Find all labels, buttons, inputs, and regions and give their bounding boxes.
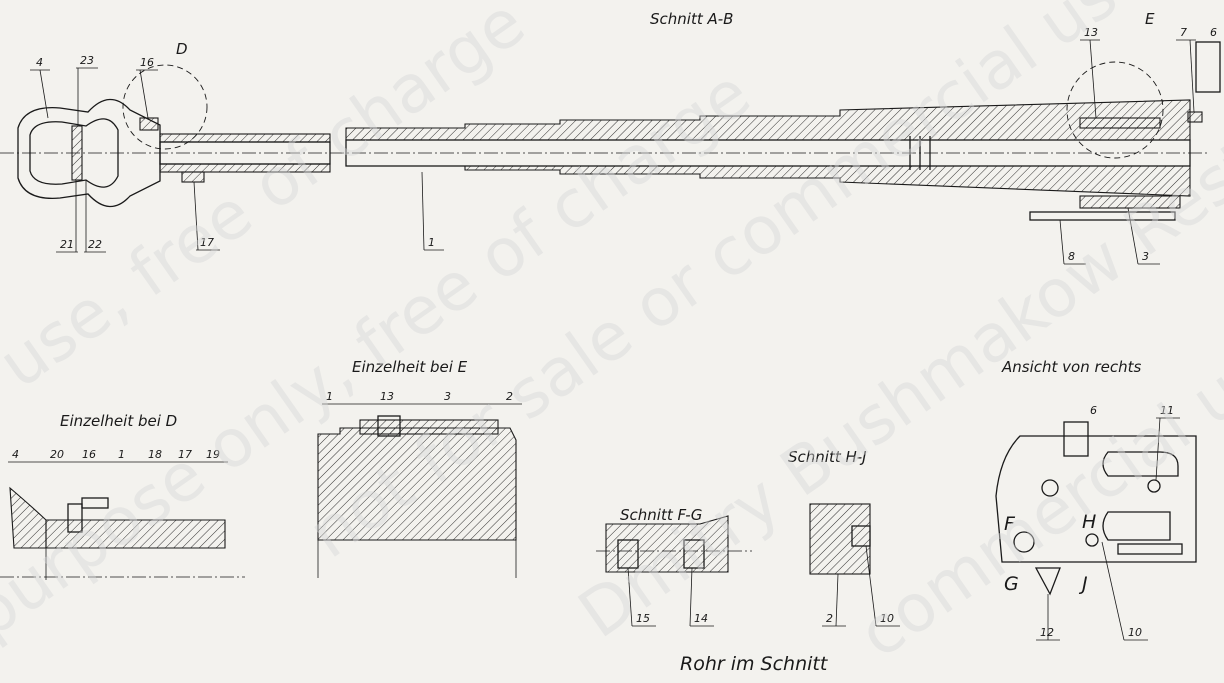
right-view-rail	[1117, 543, 1183, 555]
detail-e-label-3: 3	[444, 390, 451, 403]
detail-d-view: Einzelheit bei D 4 20 16 1 18 17 19	[0, 412, 245, 580]
lock-screw-part-16	[139, 117, 159, 131]
part-label-23: 23	[80, 54, 94, 67]
muzzle-inner-opening	[29, 118, 119, 188]
section-hj-body	[809, 503, 871, 575]
marker-g: G	[1004, 573, 1019, 595]
section-hj-label-2: 2	[826, 612, 833, 625]
detail-e-circle	[1066, 61, 1164, 159]
section-ab-view: Schnitt A-B D E 4 23	[0, 10, 1221, 265]
section-hj-part-10	[851, 525, 871, 547]
marker-h: H	[1082, 511, 1096, 533]
detail-d-screw-16	[67, 503, 83, 533]
section-fg-view: Schnitt F-G 15 14	[596, 506, 752, 627]
detail-d-circle	[122, 64, 208, 150]
right-view-part-11	[1147, 479, 1161, 493]
section-fg-label-14: 14	[694, 612, 708, 625]
part-label-1: 1	[428, 236, 435, 249]
part-label-8: 8	[1068, 250, 1075, 263]
part-label-22: 22	[88, 238, 102, 251]
detail-e-barrel-body	[317, 427, 517, 541]
detail-e-label-2: 2	[506, 390, 513, 403]
right-view-housing	[995, 435, 1197, 563]
detail-d-label-17: 17	[178, 448, 192, 461]
section-fg-part-14	[683, 539, 705, 569]
detail-d-screw-head	[81, 497, 109, 509]
section-hj-view: Schnitt H-J 2 10	[788, 448, 900, 627]
detail-e-view: Einzelheit bei E 1 13 3 2	[317, 358, 522, 578]
right-view-labels: 6 11 12 10	[1036, 404, 1180, 641]
right-view-title: Ansicht von rechts	[1001, 358, 1142, 376]
detail-e-label-1: 1	[326, 390, 333, 403]
part-label-21: 21	[60, 238, 74, 251]
marker-f: F	[1004, 513, 1016, 535]
right-view-label-11: 11	[1160, 404, 1174, 417]
barrel-wall-top	[345, 99, 1191, 141]
main-part-labels: 4 23 16 21 22 17 1 13 7 6 8 3	[30, 26, 1217, 265]
detail-e-title: Einzelheit bei E	[352, 358, 468, 376]
part-label-17: 17	[200, 236, 214, 249]
right-view-hole-upper	[1041, 479, 1059, 497]
detail-e-bracket-3	[359, 419, 499, 435]
main-caption: Rohr im Schnitt	[680, 653, 829, 675]
detail-d-label-16: 16	[82, 448, 96, 461]
section-hj-label-10: 10	[880, 612, 894, 625]
lever-part-8	[1029, 211, 1176, 221]
section-hj-title: Schnitt H-J	[788, 448, 867, 466]
marker-j: J	[1078, 573, 1088, 595]
barrel-wall-bottom	[346, 165, 1191, 197]
muzzle-pin-part-23	[71, 125, 83, 181]
right-view-slot-lower	[1102, 511, 1171, 541]
part-label-16: 16	[140, 56, 154, 69]
part-label-4: 4	[36, 56, 43, 69]
right-view-label-12: 12	[1040, 626, 1054, 639]
part-label-3: 3	[1142, 250, 1149, 263]
right-view-bore-h	[1085, 533, 1099, 547]
right-view-part-6	[1063, 421, 1089, 457]
detail-e-labels: 1 13 3 2	[322, 390, 522, 405]
right-view-label-10: 10	[1128, 626, 1142, 639]
clamp-part-13	[1079, 117, 1161, 129]
lock-part-7	[1187, 111, 1203, 123]
front-tube-wall-bottom	[159, 163, 331, 173]
detail-d-title: Einzelheit bei D	[60, 412, 177, 430]
section-ab-title: Schnitt A-B	[650, 10, 733, 28]
barrel-bore	[345, 139, 1191, 167]
ring-part-17	[181, 171, 205, 183]
detail-d-tube-1	[45, 519, 226, 549]
detail-d-label-18: 18	[148, 448, 162, 461]
detail-d-label-19: 19	[206, 448, 220, 461]
marker-d: D	[176, 40, 188, 58]
right-view-bore-f	[1013, 531, 1035, 553]
part-label-6: 6	[1210, 26, 1217, 39]
part-label-13: 13	[1084, 26, 1098, 39]
detail-d-label-20: 20	[50, 448, 64, 461]
detail-d-labels: 4 20 16 1 18 17 19	[8, 448, 228, 463]
right-view-label-6: 6	[1090, 404, 1097, 417]
detail-d-label-4: 4	[12, 448, 19, 461]
detail-e-screw-13	[377, 415, 401, 437]
muzzle-housing-part-4	[17, 98, 161, 208]
section-fg-title: Schnitt F-G	[620, 506, 702, 524]
detail-d-label-1: 1	[118, 448, 125, 461]
section-fg-label-15: 15	[636, 612, 650, 625]
front-tube-wall-top	[159, 133, 331, 143]
bracket-part-3	[1079, 195, 1181, 209]
right-view-part-12	[1034, 567, 1061, 596]
detail-e-label-13: 13	[380, 390, 394, 403]
right-view: Ansicht von rechts F G H J 6 11 12 10	[995, 358, 1197, 641]
block-part-6	[1195, 41, 1221, 93]
marker-e: E	[1145, 10, 1155, 28]
part-label-7: 7	[1180, 26, 1187, 39]
section-fg-body	[605, 515, 729, 573]
right-view-slot-upper	[1102, 451, 1179, 477]
right-view-markers: F G H J	[1004, 511, 1096, 595]
